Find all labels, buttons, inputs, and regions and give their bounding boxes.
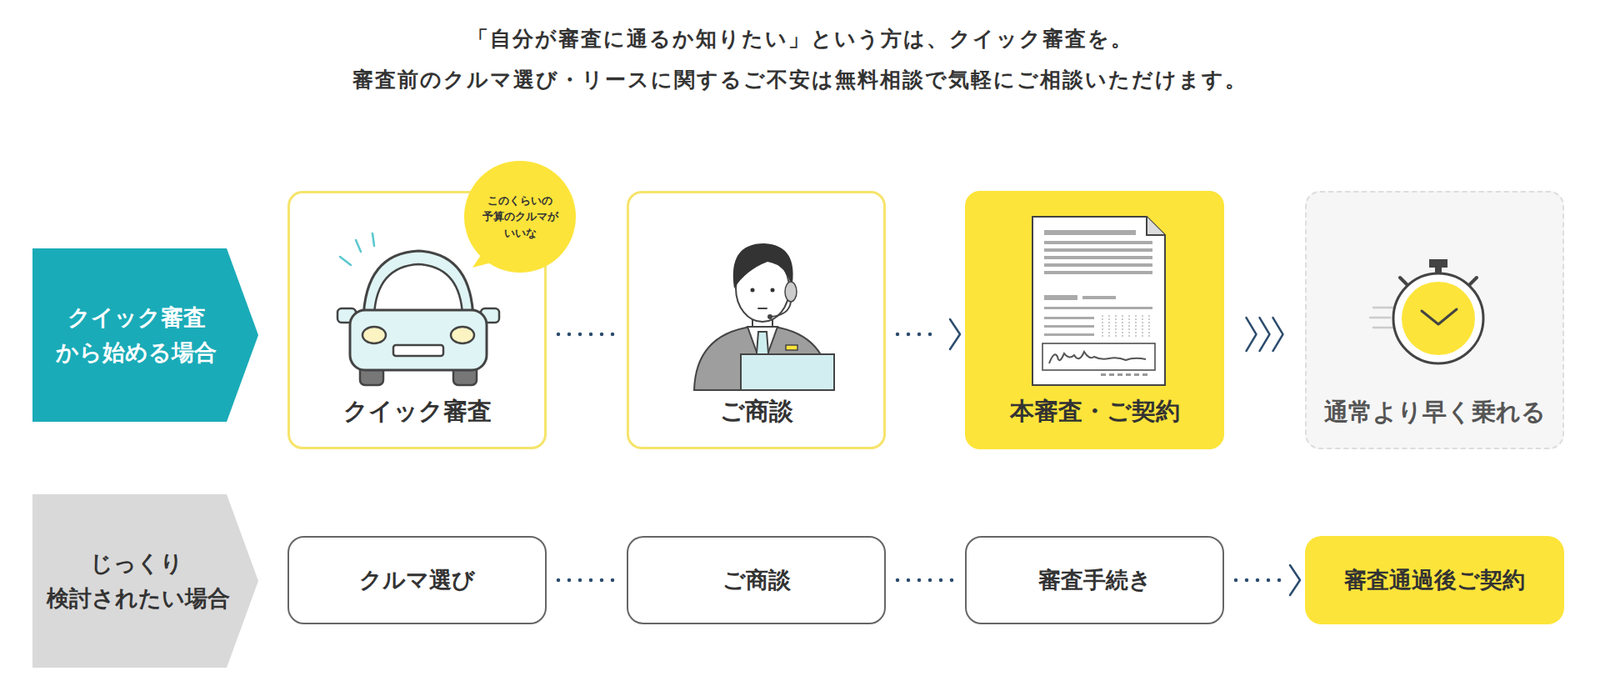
node-label: ご商談 — [720, 395, 794, 429]
connector — [897, 319, 960, 350]
dotted-line — [558, 578, 615, 583]
node-label: このくらいの 予算のクルマが いいな — [480, 192, 560, 242]
connector — [558, 334, 615, 335]
connector — [897, 580, 954, 581]
result-box: 審査通過後ご契約 — [1305, 535, 1565, 625]
step-card: ご商談 — [626, 190, 886, 450]
result-card: 通常より早く乗れる — [1305, 190, 1565, 450]
dotted-line — [1235, 578, 1280, 583]
node-label: じっくり 検討されたい場合 — [46, 545, 226, 616]
node-label: 本審査・ご契約 — [1010, 395, 1180, 429]
dotted-line — [558, 332, 615, 337]
step-box: 審査手続き — [965, 535, 1225, 625]
arrow-head — [950, 319, 960, 350]
connector — [1235, 565, 1300, 595]
flow-banner: じっくり 検討されたい場合 — [32, 494, 270, 668]
connector — [1227, 317, 1302, 351]
node-label: クイック審査 — [343, 395, 492, 429]
heading: 「自分が審査に通るか知りたい」という方は、クイック審査を。 — [0, 25, 1600, 53]
node-label: ご商談 — [722, 565, 791, 595]
node-label: クイック審査 から始める場合 — [46, 300, 226, 370]
speech-bubble: このくらいの 予算のクルマが いいな — [464, 160, 576, 273]
node-label: 審査通過後ご契約 — [1344, 565, 1525, 595]
arrow-head — [1260, 317, 1270, 351]
chevron-fill — [32, 248, 259, 422]
node-label: 通常より早く乗れる — [1324, 395, 1546, 430]
step-card: 本審査・ご契約 — [965, 190, 1225, 450]
step-box: クルマ選び — [287, 535, 547, 625]
chevron-shape — [32, 494, 259, 668]
step-box: ご商談 — [626, 535, 886, 625]
chevron-fill — [32, 494, 259, 668]
flow-banner: クイック審査 から始める場合 — [32, 248, 270, 422]
node-label: 審査手続き — [1038, 565, 1152, 595]
dotted-line — [897, 332, 940, 337]
dotted-line — [897, 578, 954, 583]
arrow-head — [1246, 317, 1257, 351]
chevron-shape — [32, 248, 259, 422]
connector — [558, 580, 615, 581]
subheading: 審査前のクルマ選び・リースに関するご不安は無料相談で気軽にご相談いただけます。 — [0, 65, 1600, 94]
connector-track — [1227, 334, 1302, 335]
node-label: クルマ選び — [359, 565, 475, 595]
arrow-head — [1273, 317, 1284, 351]
arrow-head — [1290, 565, 1300, 595]
